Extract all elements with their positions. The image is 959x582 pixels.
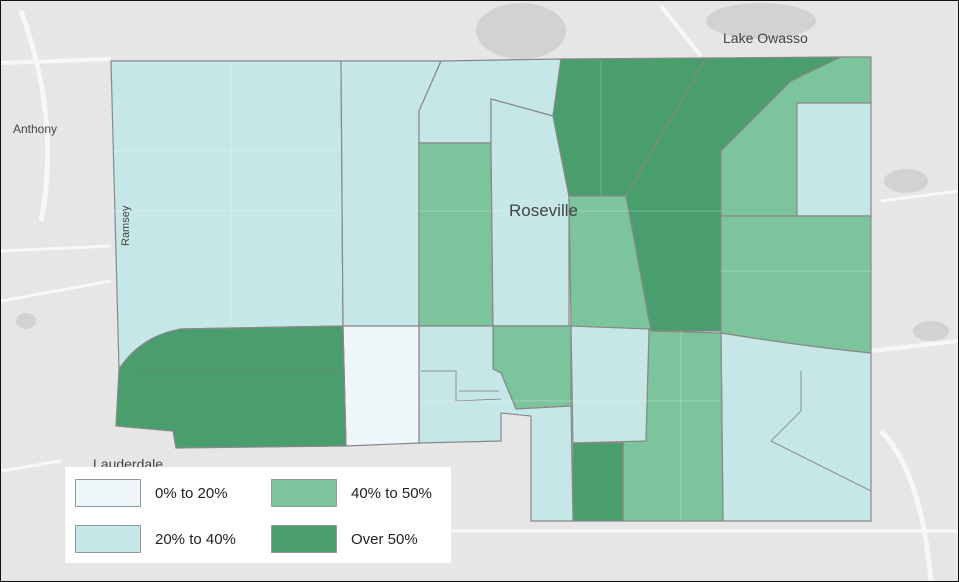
legend-item-0-20: 0% to 20% [75, 479, 228, 507]
legend-item-40-50: 40% to 50% [271, 479, 432, 507]
legend-swatch [75, 525, 141, 553]
place-label-anthony: Anthony [13, 122, 57, 136]
basemap-roads [1, 4, 958, 581]
legend-item-over-50: Over 50% [271, 525, 418, 553]
tract-south-long[interactable] [418, 325, 574, 522]
tract-street-texture [111, 61, 871, 521]
tract-east-rect[interactable] [796, 102, 872, 217]
tract-mid-left[interactable] [418, 142, 494, 327]
tract-south-small[interactable] [572, 442, 624, 522]
tract-south-center[interactable] [570, 325, 650, 444]
legend-label: 0% to 20% [155, 484, 228, 502]
legend-label: Over 50% [351, 530, 418, 548]
basemap-water [16, 3, 949, 341]
legend-swatch [271, 479, 337, 507]
legend-swatch [271, 525, 337, 553]
tract-lowest[interactable] [342, 325, 420, 447]
tract-southwest[interactable] [115, 325, 347, 449]
map-legend: 0% to 20% 40% to 50% 20% to 40% Over 50% [65, 467, 451, 563]
place-label-ramsey: Ramsey [120, 205, 132, 246]
tract-southeast[interactable] [720, 332, 872, 522]
legend-label: 40% to 50% [351, 484, 432, 502]
legend-item-20-40: 20% to 40% [75, 525, 236, 553]
tract-internal-lines [139, 370, 872, 492]
legend-swatch [75, 479, 141, 507]
place-label-lake-owasso: Lake Owasso [723, 30, 808, 46]
legend-label: 20% to 40% [155, 530, 236, 548]
place-label-roseville: Roseville [509, 201, 578, 220]
census-tracts [110, 56, 872, 522]
tract-east-mid[interactable] [720, 215, 872, 354]
tract-west[interactable] [110, 60, 344, 371]
